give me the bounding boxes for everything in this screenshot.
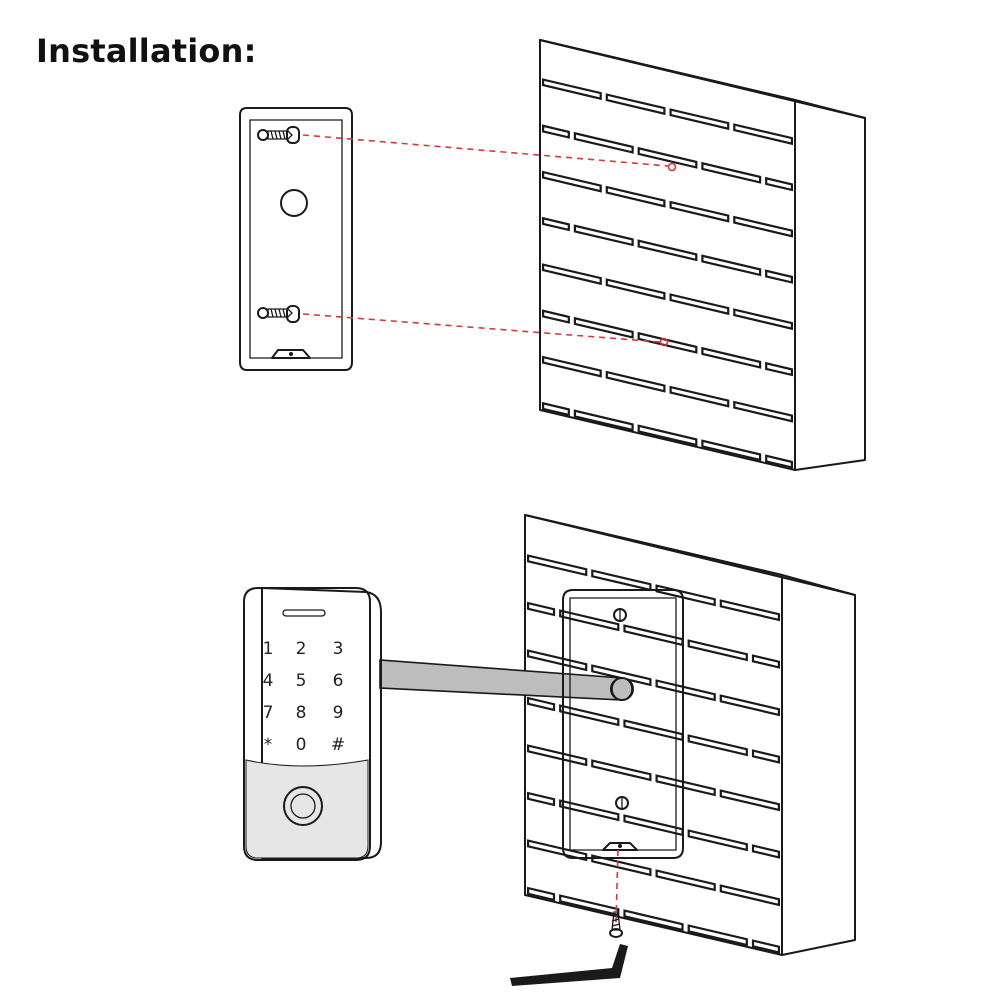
- brick: [733, 308, 794, 331]
- keypad-key: #: [331, 735, 345, 755]
- brick: [733, 123, 794, 146]
- brick: [605, 93, 666, 116]
- brick: [655, 869, 716, 892]
- brick: [541, 170, 602, 193]
- brick: [637, 239, 698, 262]
- brick: [526, 696, 556, 712]
- keypad-key: 0: [296, 735, 307, 755]
- keypad-key: 6: [333, 671, 344, 691]
- brick: [655, 774, 716, 797]
- brick: [765, 361, 794, 377]
- brick: [526, 744, 588, 767]
- brick: [751, 844, 781, 859]
- page-title: Installation:: [36, 32, 257, 70]
- brick: [751, 749, 781, 764]
- brick: [573, 131, 634, 154]
- brick: [687, 924, 748, 947]
- keypad-key: 4: [263, 671, 274, 691]
- brick: [559, 894, 620, 917]
- brick: [687, 829, 748, 852]
- brick: [655, 584, 716, 607]
- brick: [719, 884, 781, 907]
- brick: [623, 624, 684, 647]
- brick-wall-top: [539, 39, 866, 471]
- brick: [573, 409, 634, 432]
- screw-icon: [257, 307, 293, 319]
- keypad-key: 2: [296, 639, 307, 659]
- brick: [669, 385, 730, 408]
- guide-line-bottom: [615, 849, 619, 923]
- brick: [765, 454, 794, 469]
- brick: [559, 799, 620, 822]
- brick: [591, 569, 652, 592]
- brick: [733, 215, 794, 238]
- brick: [751, 654, 781, 669]
- keypad-device: 1 2 3 4 5 6 7 8 9 * 0 #: [243, 587, 382, 861]
- brick: [605, 370, 666, 393]
- brick: [591, 664, 652, 687]
- brick: [591, 759, 652, 782]
- brick: [526, 649, 588, 672]
- brick: [637, 146, 698, 169]
- brick: [719, 599, 781, 622]
- brick: [701, 161, 762, 184]
- keypad-key: 9: [333, 703, 344, 723]
- brick: [526, 791, 556, 807]
- brick-wall-bottom: [524, 514, 856, 956]
- keypad-key: 1: [263, 639, 274, 659]
- brick: [669, 293, 730, 316]
- drill-point-icon: [659, 337, 669, 347]
- brick: [573, 224, 634, 247]
- brick: [687, 639, 748, 662]
- brick: [701, 346, 762, 369]
- keypad-key: 5: [296, 671, 307, 691]
- brick: [541, 355, 602, 378]
- brick: [526, 601, 556, 617]
- brick: [541, 216, 570, 232]
- keypad-key: *: [264, 735, 273, 755]
- brick: [733, 400, 794, 423]
- brick: [637, 424, 698, 447]
- brick: [541, 124, 570, 139]
- brick: [605, 185, 666, 208]
- drill-point-icon: [667, 162, 677, 172]
- brick: [751, 939, 781, 954]
- brick: [669, 108, 730, 131]
- brick: [541, 401, 570, 417]
- fingerprint-sensor: [283, 786, 323, 826]
- brick: [605, 278, 666, 301]
- screw-icon: [609, 911, 623, 938]
- keypad-key: 3: [333, 639, 344, 659]
- brick: [719, 694, 781, 717]
- brick: [701, 254, 762, 277]
- brick: [765, 176, 794, 192]
- brick: [655, 679, 716, 702]
- guide-lines-top: [302, 134, 669, 343]
- keypad-key: 8: [296, 703, 307, 723]
- brick: [573, 316, 634, 339]
- brick: [623, 719, 684, 742]
- screw-icon: [257, 129, 293, 141]
- back-plate-top: [239, 107, 353, 371]
- brick: [719, 789, 781, 812]
- brick: [526, 886, 556, 902]
- brick: [541, 263, 602, 286]
- brick: [541, 309, 570, 324]
- brick: [541, 78, 602, 101]
- brick: [526, 554, 588, 577]
- brick: [623, 814, 684, 837]
- brick: [765, 269, 794, 284]
- brick: [701, 439, 762, 462]
- brick: [669, 200, 730, 223]
- brick: [623, 909, 684, 932]
- keypad-key: 7: [263, 703, 274, 723]
- allen-key-icon: [510, 944, 628, 986]
- back-plate-mounted: [562, 589, 684, 859]
- brick: [559, 704, 620, 727]
- brick: [559, 609, 620, 632]
- brick: [687, 734, 748, 757]
